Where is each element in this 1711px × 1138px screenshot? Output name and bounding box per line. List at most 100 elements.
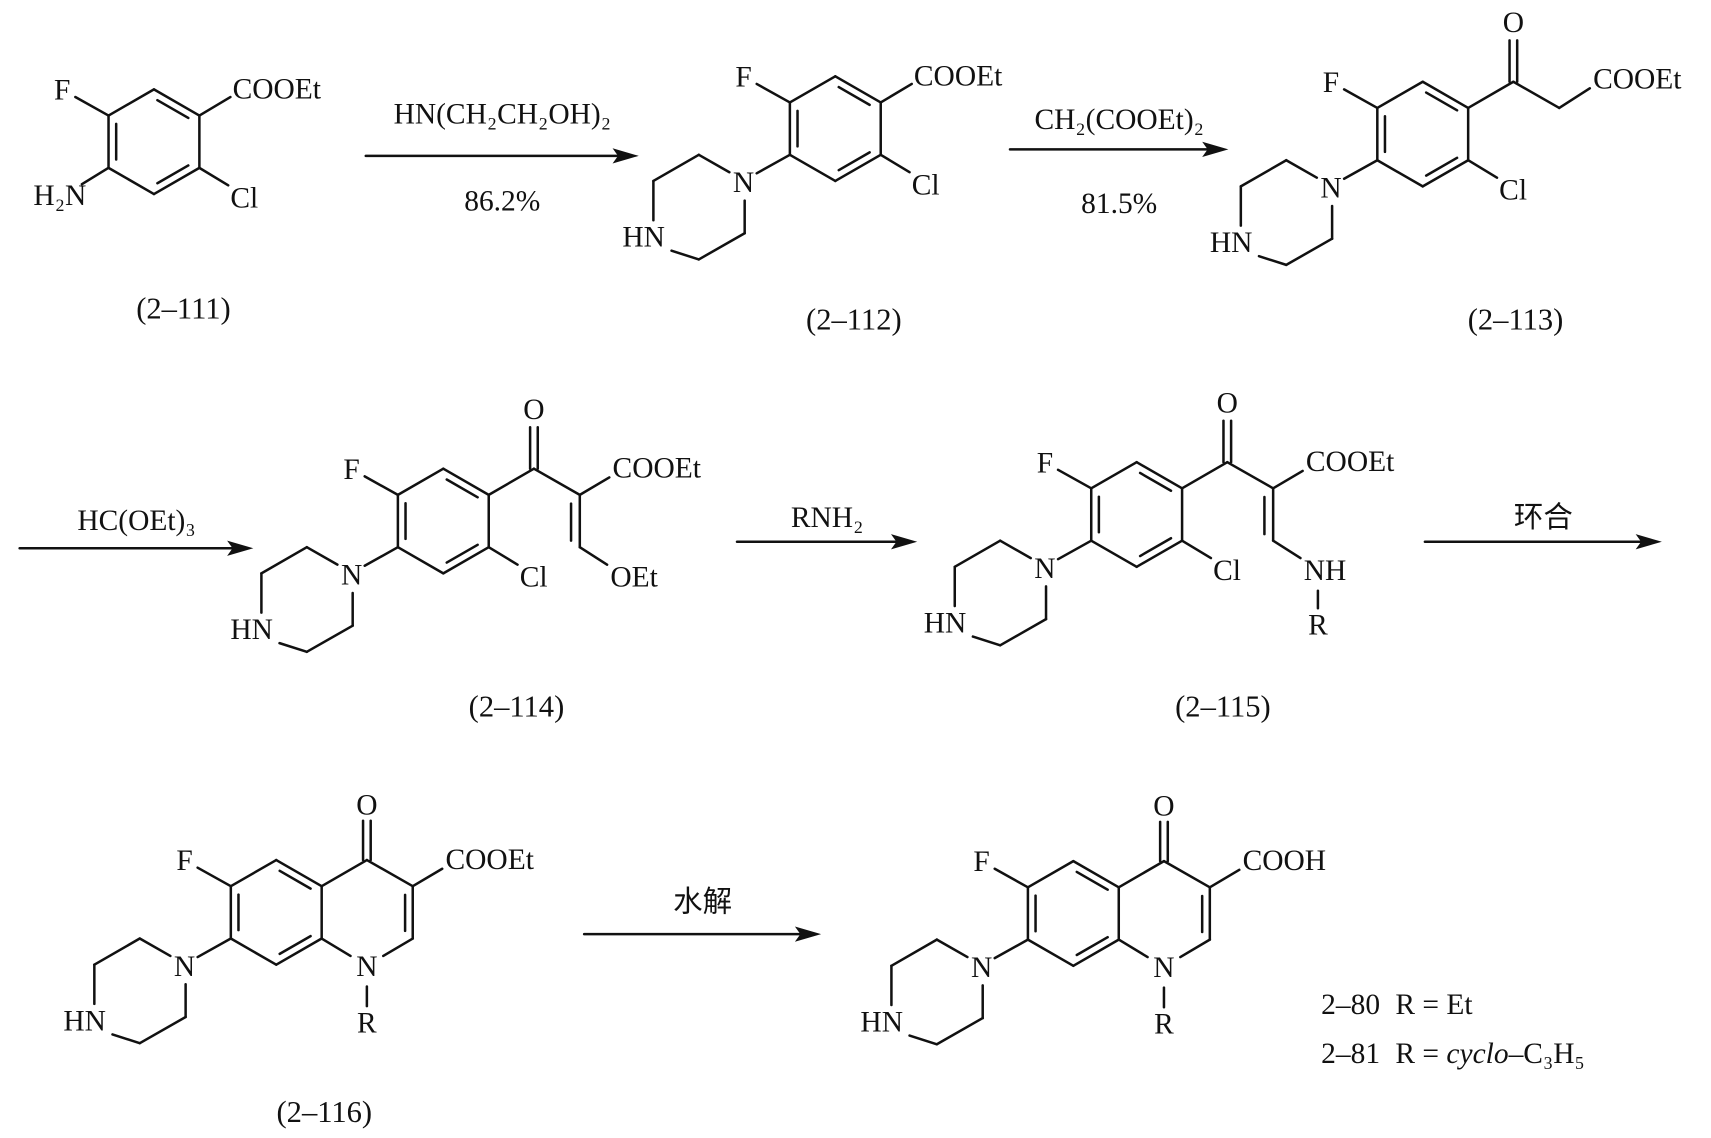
legend-r-value: Et	[1446, 989, 1472, 1021]
bond	[1179, 938, 1212, 959]
bond	[788, 75, 837, 104]
bond	[1138, 536, 1173, 558]
bond	[156, 164, 190, 185]
legend-r-value: –C₃H₅	[1508, 1038, 1585, 1070]
bond	[1117, 859, 1166, 889]
bond	[1056, 468, 1093, 490]
piperazine-nh-label: HN	[1210, 227, 1253, 259]
arrowhead-icon	[227, 540, 254, 556]
bond	[1162, 859, 1212, 889]
bond	[834, 153, 882, 183]
oxygen-label: O	[356, 790, 377, 822]
reagent-label: RNH₂	[791, 502, 863, 534]
yield-label: 86.2%	[464, 186, 540, 218]
oxygen-label: O	[523, 394, 544, 426]
bond	[1424, 156, 1459, 177]
bond	[1466, 80, 1515, 110]
bond	[363, 475, 400, 497]
piperazine-n-label: N	[1320, 173, 1341, 205]
piperazine-nh-label: HN	[63, 1005, 106, 1037]
bond	[1072, 938, 1121, 968]
bond	[74, 95, 110, 117]
bond	[953, 539, 1002, 569]
bond	[834, 75, 882, 104]
bond	[442, 545, 490, 575]
reagent-label: 环合	[1514, 501, 1573, 534]
bond	[755, 82, 792, 104]
bond	[1180, 460, 1229, 490]
ring-n-label: N	[356, 951, 377, 983]
ester-label: COOEt	[233, 73, 321, 105]
bond	[1342, 158, 1379, 181]
bond	[198, 166, 230, 187]
legend-r-prefix: R =	[1395, 989, 1446, 1021]
bond	[1089, 539, 1138, 569]
bond	[1026, 859, 1075, 889]
bond	[1376, 80, 1424, 110]
legend-r-prefix: R =	[1395, 1038, 1446, 1070]
reaction-arrow: 环合	[1423, 501, 1662, 550]
bond	[652, 153, 701, 183]
amine-label: NH	[1304, 555, 1347, 587]
bond	[396, 545, 445, 575]
chlorine-label: Cl	[520, 562, 548, 594]
piperazine-n-label: N	[341, 560, 362, 592]
oxygen-label: O	[1217, 387, 1238, 419]
bond	[1075, 870, 1109, 891]
bond	[229, 937, 278, 966]
compound-id-label: (2–111)	[136, 291, 230, 325]
bond	[80, 166, 110, 186]
reaction-arrow: 水解	[582, 886, 822, 942]
bond	[1089, 460, 1138, 490]
bond	[1072, 859, 1121, 889]
arrowhead-icon	[612, 148, 639, 164]
bond	[1135, 539, 1184, 569]
bond	[998, 539, 1033, 560]
bond	[198, 95, 232, 117]
ring-n-label: N	[1153, 952, 1174, 984]
bond	[442, 467, 490, 497]
bond	[1284, 158, 1319, 179]
bond	[260, 545, 309, 575]
bond	[697, 232, 746, 261]
bond	[1376, 158, 1424, 188]
ester-label: COOEt	[445, 844, 533, 876]
bond	[837, 85, 871, 107]
bond	[697, 153, 731, 174]
bond	[1138, 471, 1173, 493]
bond	[755, 153, 792, 175]
compound-id-label: (2–114)	[469, 689, 565, 723]
bond	[578, 476, 611, 497]
reagent-label: HN(CH₂CH₂OH)₂	[394, 98, 611, 130]
bond	[278, 934, 312, 956]
yield-label: 81.5%	[1081, 188, 1157, 220]
bond	[578, 545, 609, 566]
reagent-label: HC(OEt)₃	[77, 505, 195, 537]
chlorine-label: Cl	[1499, 175, 1527, 207]
bond	[890, 938, 939, 968]
bond	[305, 624, 354, 654]
bond	[1257, 254, 1288, 267]
legend-compound-id: 2–80	[1321, 989, 1380, 1021]
bond	[445, 478, 479, 499]
fluorine-label: F	[176, 845, 192, 877]
bond	[1466, 158, 1499, 179]
bond	[1421, 80, 1470, 110]
bond	[93, 937, 142, 966]
bond	[1208, 868, 1241, 889]
bond	[278, 869, 312, 890]
oxygen-label: O	[1153, 791, 1174, 823]
bond	[1075, 935, 1109, 957]
bond	[445, 543, 479, 564]
bond	[152, 88, 201, 117]
r-group-label: R	[357, 1008, 377, 1040]
bond	[107, 88, 156, 117]
bond	[935, 1016, 984, 1046]
oxygen-label: O	[1503, 7, 1524, 39]
